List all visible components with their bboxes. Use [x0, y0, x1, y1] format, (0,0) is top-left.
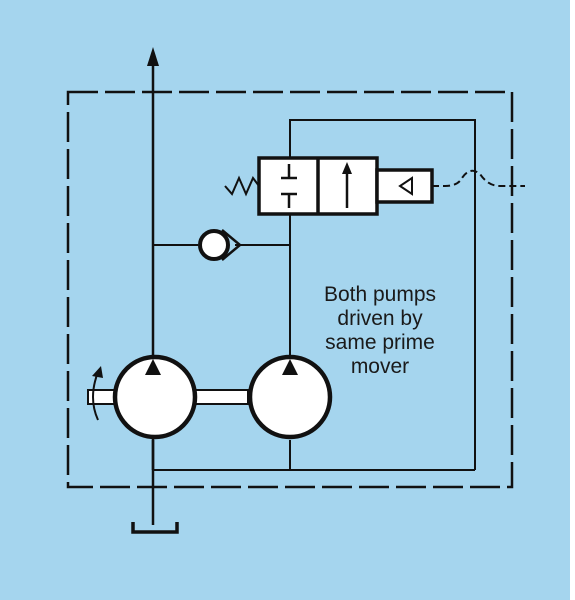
enclosure-boundary	[66, 90, 514, 489]
directional-valve-icon	[257, 156, 379, 216]
rotation-arrow-icon	[92, 366, 103, 421]
check-valve-icon	[198, 229, 242, 261]
spring-icon	[224, 175, 260, 197]
pilot-line	[289, 119, 476, 470]
annotation-line: same prime	[325, 331, 435, 354]
annotation-line: mover	[350, 355, 410, 378]
tank-icon	[131, 522, 179, 534]
pump-icon	[247, 354, 333, 440]
pilot-operator-icon	[375, 168, 525, 204]
annotation-line: driven by	[337, 307, 423, 330]
pump-icon	[112, 354, 198, 440]
annotation-text: Both pumps driven by same prime mover	[298, 283, 462, 379]
outlet-arrow-icon	[147, 47, 159, 66]
annotation-line: Both pumps	[323, 283, 437, 306]
